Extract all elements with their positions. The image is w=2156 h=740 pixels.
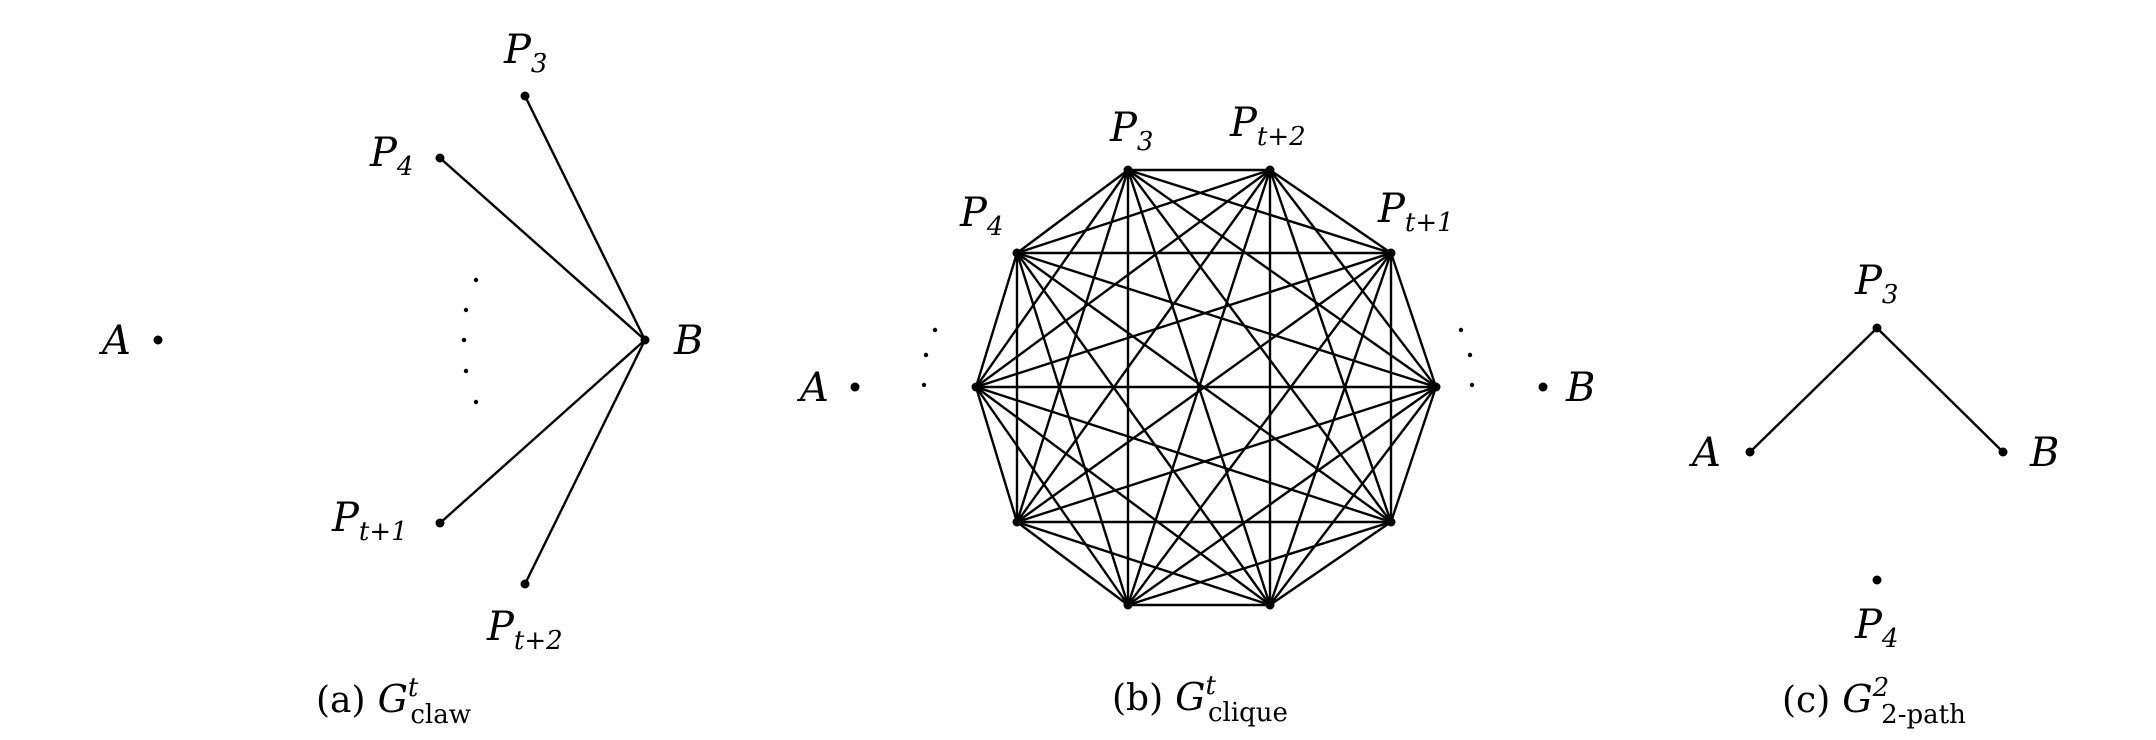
clique-edge [1016,385,1437,524]
clique-label-B: B [1565,365,1595,411]
clique-edge [1389,386,1438,523]
claw-label-Pt1: Pt+1 [331,495,408,547]
claw-label-P3: P3 [503,27,547,79]
claw-node-P3 [520,91,530,101]
path-label-P3: P3 [1854,258,1898,310]
clique-edge [1016,168,1271,255]
clique-left-ellipsis [921,327,938,388]
path-edge-P3-B [1876,327,2004,453]
claw-node-B [640,335,650,345]
claw-label-B: B [673,318,703,364]
clique-label-P4: P4 [959,190,1003,242]
clique-vertex [1265,165,1275,175]
claw-node-Pt2 [520,579,530,589]
clique-edge [1016,251,1437,389]
claw-ellipsis-dots [461,277,479,405]
clique-edge [1268,169,1393,523]
path-label-A: A [1688,430,1721,476]
clique-edge [975,251,1392,389]
clique-edge [1127,252,1392,606]
clique-edge [1016,252,1392,523]
path-node-P3 [1872,323,1882,333]
claw-label-A: A [98,318,131,364]
clique-node-B [1538,382,1548,392]
clique-vertex [1386,517,1396,527]
clique-edge [1016,252,1271,606]
clique-edge [1127,169,1437,388]
clique-label-P3: P3 [1109,105,1153,157]
clique-right-ellipsis [1458,327,1475,388]
path-node-B [1998,447,2008,457]
clique-edge [1389,252,1438,388]
claw-node-A [153,335,163,345]
clique-edge [1016,169,1271,523]
clique-vertex [1012,517,1022,527]
clique-edge [1127,168,1392,255]
claw-edge-B-Pt1 [439,339,646,524]
clique-edge [1269,169,1392,254]
claw-node-P4 [435,153,445,163]
clique-edge [1127,520,1392,607]
clique-nodes [971,165,1441,610]
clique-vertex [971,382,981,392]
path-label-B: B [2029,430,2059,476]
claw-edge-B-P4 [439,157,646,341]
clique-label-Pt1: Pt+1 [1377,186,1454,238]
clique-edge [974,252,1019,388]
clique-label-A: A [796,365,829,411]
clique-vertex [1012,248,1022,258]
path-edge-A-P3 [1749,327,1878,453]
clique-vertex [1386,248,1396,258]
clique-node-A [850,382,860,392]
clique-edge [1016,521,1129,606]
clique-edge [1127,386,1437,606]
clique-edge [1015,252,1130,606]
claw-edge-B-Pt2 [523,339,647,585]
path-node-P4 [1872,575,1882,585]
clique-edge [1016,520,1271,607]
clique-vertex [1431,382,1441,392]
clique-vertex [1265,600,1275,610]
claw-label-P4: P4 [369,130,413,182]
clique-edge [1269,169,1437,388]
clique-edge [975,386,1271,606]
clique-edge [975,385,1392,524]
clique-edge [1269,521,1392,606]
clique-edge [1016,169,1129,254]
claw-edge-B-P3 [523,95,647,341]
clique-vertex [1123,600,1133,610]
clique-label-Pt2: Pt+2 [1229,100,1306,152]
clique-edge [974,386,1019,523]
clique-edges [974,168,1438,607]
claw-label-Pt2: Pt+2 [486,604,563,656]
clique-edge [1268,252,1393,606]
clique-vertex [1123,165,1133,175]
claw-edges [439,95,647,585]
path-label-P4: P4 [1854,602,1898,654]
clique-edge [975,169,1271,388]
path-node-A [1745,447,1755,457]
clique-edge [1015,169,1130,523]
clique-edge [975,386,1129,606]
clique-edge [1127,169,1392,523]
claw-node-Pt1 [435,518,445,528]
